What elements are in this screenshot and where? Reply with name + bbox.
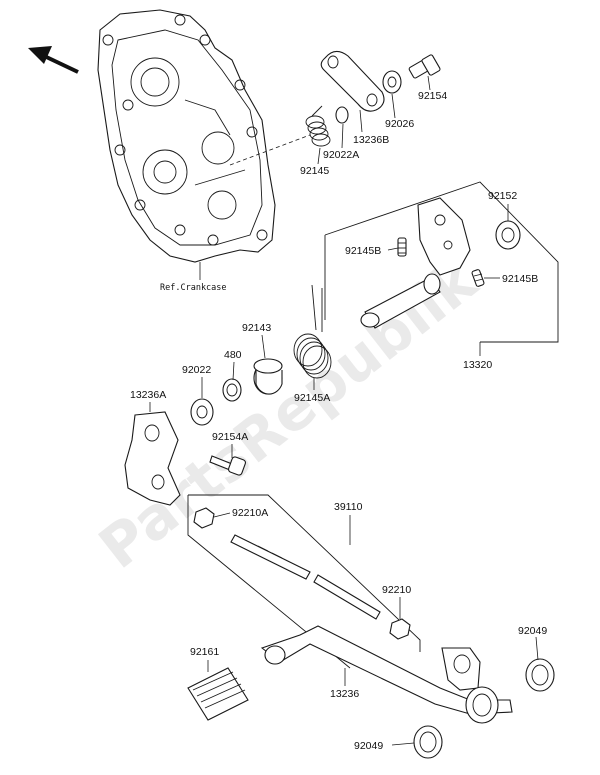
- part-92152-washer: [495, 220, 521, 250]
- part-13236-shift-pedal: [260, 625, 513, 715]
- part-92145B-spring-right: [471, 269, 485, 287]
- label-13236B: 13236B: [353, 134, 389, 146]
- label-92049-top: 92049: [518, 625, 547, 637]
- part-92143-collar: [253, 358, 283, 395]
- part-13236A-arm: [124, 411, 181, 506]
- crankcase-outline: [97, 9, 276, 280]
- part-92145A-return-spring: [293, 284, 332, 379]
- label-39110: 39110: [334, 501, 363, 513]
- part-13236B-arm: [320, 50, 385, 112]
- label-13236: 13236: [330, 688, 359, 700]
- front-direction-arrow-icon: [28, 46, 79, 74]
- label-92154A: 92154A: [212, 431, 248, 443]
- label-92161: 92161: [190, 646, 219, 658]
- part-92161-pedal-rubber: [187, 667, 249, 721]
- part-92145B-spring-left: [397, 237, 407, 257]
- label-92145: 92145: [300, 165, 329, 177]
- label-92143: 92143: [242, 322, 271, 334]
- part-39110-tie-rod: [230, 534, 381, 620]
- label-92210A: 92210A: [232, 507, 268, 519]
- part-92210-nut: [389, 618, 411, 640]
- part-92049-bushing-top: [525, 658, 555, 692]
- label-92152: 92152: [488, 190, 517, 202]
- part-92145-spring: [305, 105, 331, 147]
- part-92022-washer: [190, 398, 214, 426]
- label-480: 480: [224, 349, 242, 361]
- label-92049-bottom: 92049: [354, 740, 383, 752]
- part-92026-washer: [382, 70, 402, 94]
- part-92022A-washer: [335, 106, 349, 124]
- part-92210A-nut: [193, 507, 215, 529]
- part-480-circlip: [222, 378, 242, 402]
- label-92145A: 92145A: [294, 392, 330, 404]
- label-13236A: 13236A: [130, 389, 166, 401]
- label-92022: 92022: [182, 364, 211, 376]
- label-13320: 13320: [463, 359, 492, 371]
- part-92154-bolt: [408, 54, 441, 79]
- part-13320-shift-shaft-assembly: [360, 197, 471, 329]
- label-92022A: 92022A: [323, 149, 359, 161]
- part-92049-bushing-bottom: [413, 725, 443, 759]
- label-92210: 92210: [382, 584, 411, 596]
- label-92145B-right: 92145B: [502, 273, 538, 285]
- label-92145B-left: 92145B: [345, 245, 381, 257]
- label-92026: 92026: [385, 118, 414, 130]
- label-92154: 92154: [418, 90, 447, 102]
- part-13236-pivot-boss: [465, 686, 499, 724]
- part-92154A-bolt: [209, 455, 247, 476]
- reference-note: Ref.Crankcase: [160, 283, 227, 293]
